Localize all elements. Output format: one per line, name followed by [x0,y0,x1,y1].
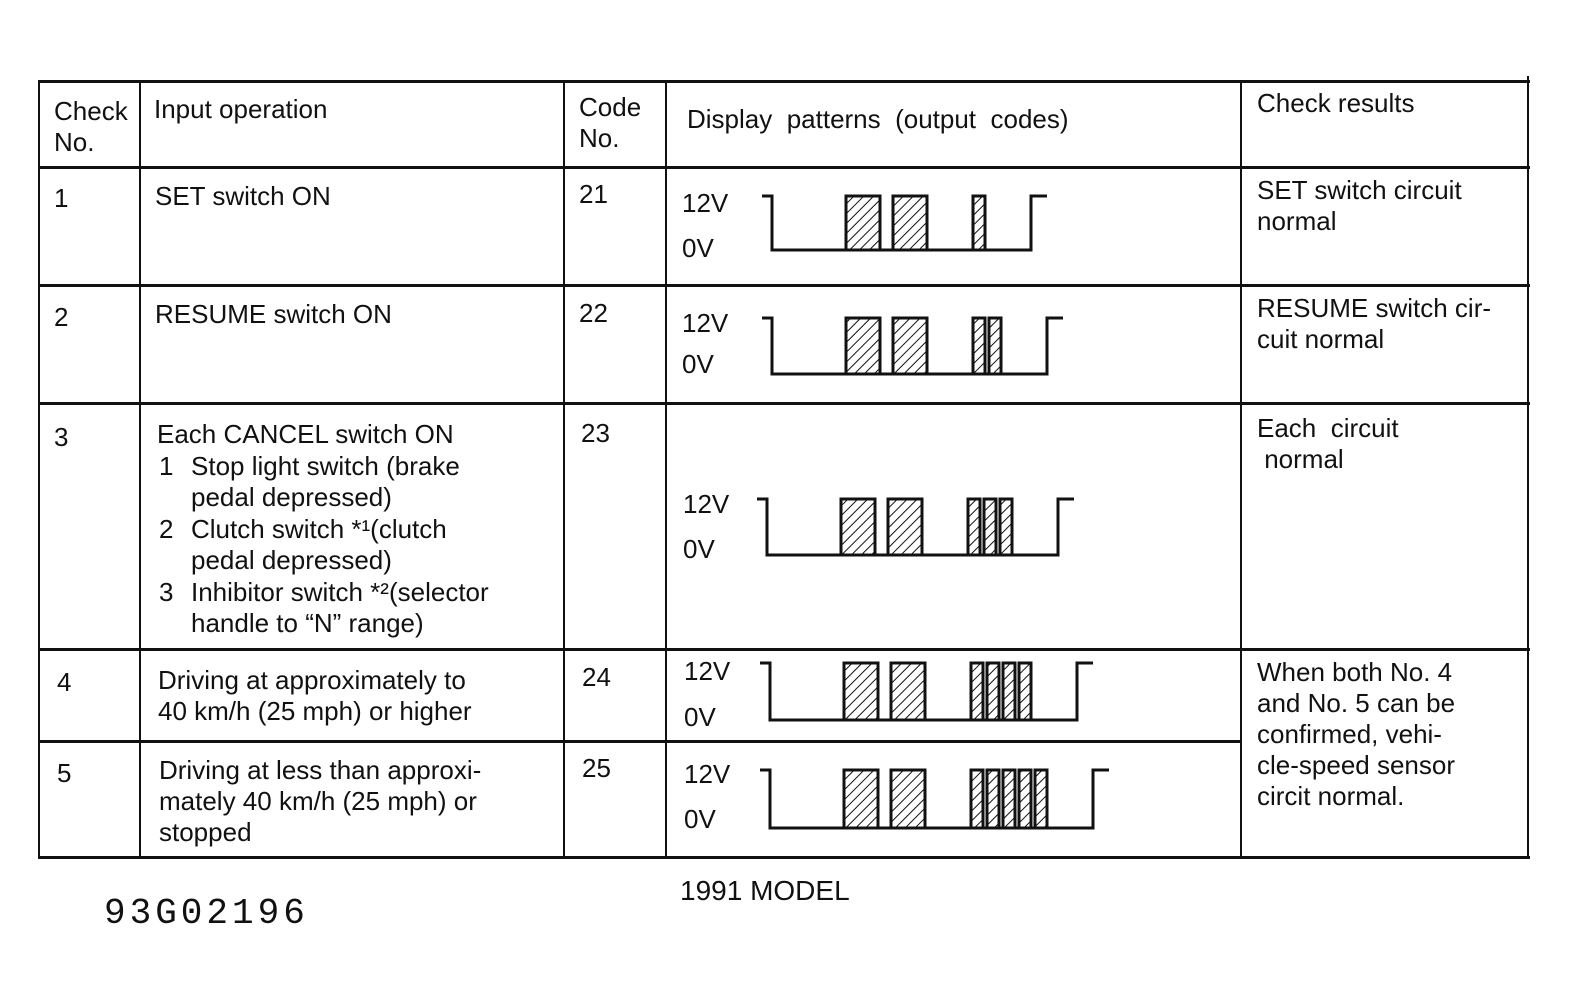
row3-12v-label: 12V [683,489,730,519]
row4-tens-pulse-2 [889,661,927,722]
row5-units-pulse-4 [1017,768,1033,830]
row1-result: SET switch circuit normal [1257,175,1462,236]
row3-units-pulse-2 [982,497,998,557]
row4-bottom-border [38,740,1240,743]
row4-12v-label: 12V [684,656,731,686]
col-divider-2 [563,80,565,859]
row3-tens-pulse-1 [839,497,877,557]
row5-tens-pulse-2 [889,768,927,830]
row5-12v-label: 12V [684,759,731,789]
row5-units-pulse-1 [969,768,985,830]
table-right-border [1527,76,1529,859]
row1-input: SET switch ON [155,181,331,211]
row5-check-no: 5 [57,758,72,788]
row5-units-pulse-3 [1001,768,1017,830]
row2-units-pulse-2 [987,316,1003,376]
row4-tens-pulse-1 [842,661,880,722]
row4-input: Driving at approximately to 40 km/h (25 … [158,665,472,726]
row1-check-no: 1 [54,183,69,213]
row1-12v-label: 12V [682,188,729,218]
row2-0v-label: 0V [682,349,714,379]
row3-code: 23 [581,418,610,448]
row5-code: 25 [582,753,611,783]
table-bottom-border [38,856,1530,859]
row2-bottom-border [38,402,1530,405]
row3-units-pulse-1 [966,497,982,557]
col-divider-1 [139,80,141,859]
row1-bottom-border [38,284,1530,287]
row1-units-pulse-1 [971,194,987,252]
row3-sub1-text: Stop light switch (brake pedal depressed… [191,451,460,512]
row4-check-no: 4 [57,667,72,697]
row1-code: 21 [579,179,608,209]
table-left-border [38,80,40,859]
row4-5-result: When both No. 4 and No. 5 can be confirm… [1257,657,1456,811]
row2-check-no: 2 [54,302,69,332]
header-display-patterns: Display patterns (output codes) [687,104,1069,134]
col-divider-3 [665,80,667,859]
row4-0v-label: 0V [684,702,716,732]
figure-id: 93G02196 [104,893,309,934]
row5-waveform-line [760,768,1109,830]
col-divider-4 [1240,80,1242,859]
row3-bottom-border [38,648,1530,651]
row2-units-pulse-1 [971,316,987,376]
row3-check-no: 3 [54,422,69,452]
row5-0v-label: 0V [684,804,716,834]
row5-units-pulse-5 [1033,768,1049,830]
row2-input: RESUME switch ON [155,299,392,329]
row5-units-pulse-2 [985,768,1001,830]
header-code-no: Code No. [579,92,642,153]
table-top-border [38,80,1530,83]
row4-units-pulse-2 [985,661,1001,722]
header-input-operation: Input operation [154,94,328,124]
row5-input: Driving at less than approxi- mately 40 … [159,755,482,847]
row5-tens-pulse-1 [842,768,880,830]
row4-units-pulse-1 [969,661,985,722]
row2-tens-pulse-2 [891,316,929,376]
row2-12v-label: 12V [682,308,729,338]
row3-sub2-num: 2 [159,514,174,544]
row1-0v-label: 0V [682,233,714,263]
row3-result: Each circuit normal [1257,413,1399,474]
row3-0v-label: 0V [683,534,715,564]
row3-tens-pulse-2 [886,497,924,557]
row3-sub3-text: Inhibitor switch *²(selector handle to “… [191,577,489,638]
model-caption: 1991 MODEL [680,875,850,906]
row3-input: Each CANCEL switch ON [157,419,454,449]
row3-sub2-text: Clutch switch *¹(clutch pedal depressed) [191,514,447,575]
row4-units-pulse-4 [1017,661,1033,722]
header-bottom-border [38,166,1530,169]
row2-tens-pulse-1 [844,316,882,376]
row1-tens-pulse-2 [891,194,929,252]
row4-units-pulse-3 [1001,661,1017,722]
header-check-no: Check No. [54,96,128,157]
row4-code: 24 [582,662,611,692]
row1-tens-pulse-1 [844,194,882,252]
row2-result: RESUME switch cir- cuit normal [1257,293,1492,354]
row3-units-pulse-3 [998,497,1014,557]
row2-code: 22 [579,298,608,328]
row3-sub1-num: 1 [159,451,174,481]
header-check-results: Check results [1257,88,1415,118]
row3-sub3-num: 3 [159,577,174,607]
